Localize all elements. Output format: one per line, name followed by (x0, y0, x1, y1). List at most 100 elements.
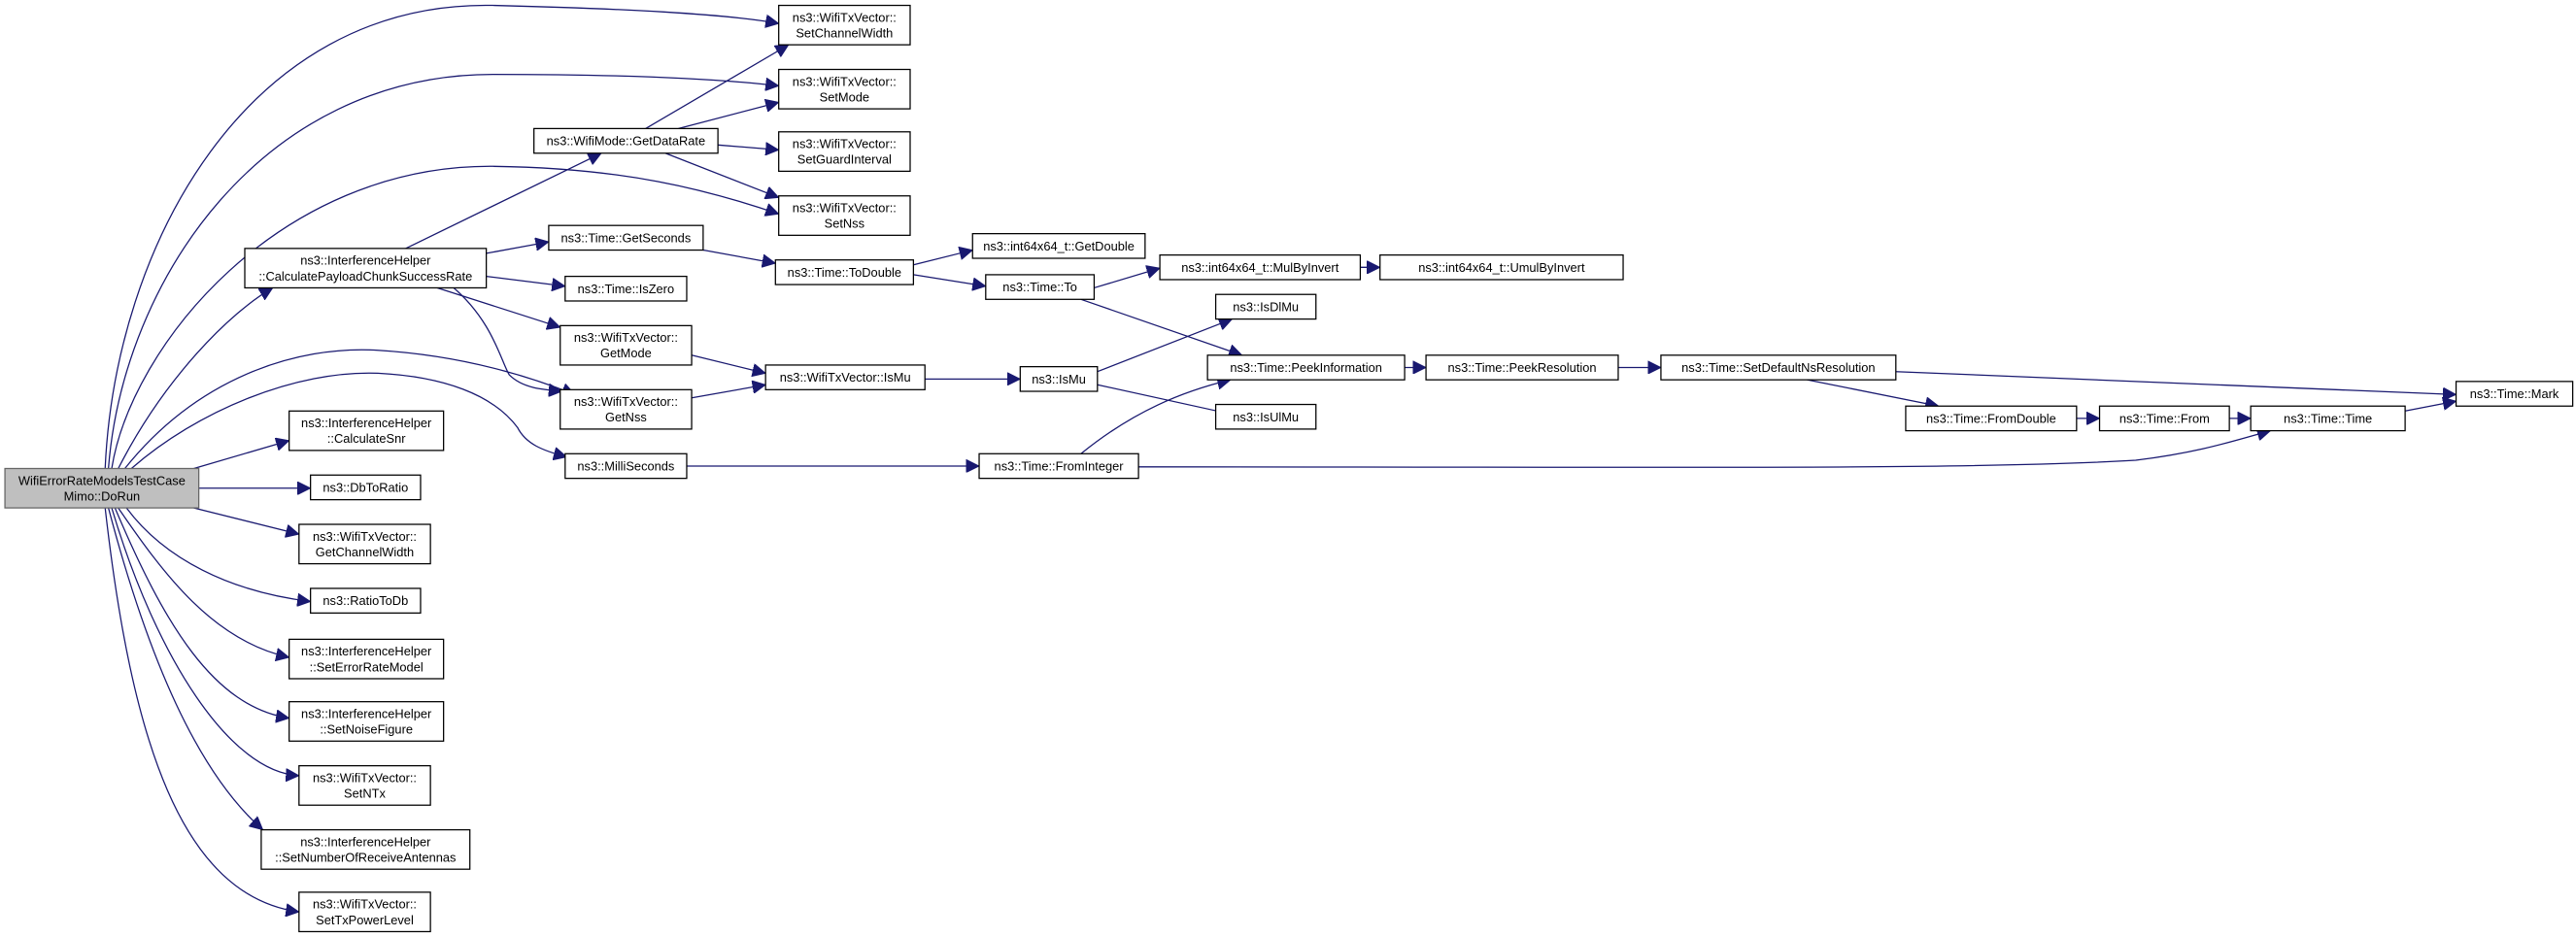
node-set-num-rx[interactable]: ns3::InterferenceHelper::SetNumberOfRece… (260, 828, 471, 870)
node-box (298, 764, 431, 806)
node-label: ns3::Time::From (2119, 411, 2210, 425)
node-set-mode[interactable]: ns3::WifiTxVector::SetMode (778, 68, 911, 110)
node-set-channel-width[interactable]: ns3::WifiTxVector::SetChannelWidth (778, 4, 911, 46)
node-label: ns3::Time::PeekInformation (1230, 360, 1382, 375)
node-box (564, 452, 688, 480)
node-is-zero[interactable]: ns3::Time::IsZero (564, 275, 688, 302)
node-get-mode[interactable]: ns3::WifiTxVector::GetMode (559, 324, 693, 366)
node-label: ns3::WifiTxVector:: (313, 529, 417, 544)
node-time-time[interactable]: ns3::Time::Time (2250, 405, 2406, 432)
edge-from-integer-to-peek-info (1080, 380, 1231, 454)
nodes: WifiErrorRateModelsTestCaseMimo::DoRunns… (4, 4, 2574, 933)
node-box (288, 638, 445, 680)
node-set-guard-interval[interactable]: ns3::WifiTxVector::SetGuardInterval (778, 131, 911, 173)
node-box (971, 233, 1146, 259)
node-box (1905, 405, 2078, 432)
node-label: ns3::Time::FromInteger (995, 459, 1125, 474)
node-label: ::SetNumberOfReceiveAntennas (275, 850, 456, 864)
node-label: ns3::WifiTxVector:: (574, 330, 678, 345)
edge-root-to-set-channel-width (104, 4, 778, 469)
node-box (1019, 366, 1099, 392)
node-get-data-rate[interactable]: ns3::WifiMode::GetDataRate (533, 127, 719, 154)
node-label: ns3::int64x64_t::GetDouble (983, 239, 1135, 253)
node-box (1159, 253, 1362, 281)
node-box (288, 410, 445, 452)
node-box (4, 467, 200, 509)
node-box (778, 68, 911, 110)
node-set-ntx[interactable]: ns3::WifiTxVector::SetNTx (298, 764, 431, 806)
node-get-nss[interactable]: ns3::WifiTxVector::GetNss (559, 388, 693, 430)
edge-cpcsr-to-get-nss (451, 285, 561, 391)
node-box (298, 891, 431, 933)
node-set-nss[interactable]: ns3::WifiTxVector::SetNss (778, 195, 911, 236)
node-label: GetNss (605, 410, 647, 424)
node-get-double[interactable]: ns3::int64x64_t::GetDouble (971, 233, 1146, 259)
node-label: ns3::WifiTxVector:: (793, 74, 897, 88)
node-set-def-ns[interactable]: ns3::Time::SetDefaultNsResolution (1660, 354, 1897, 381)
node-set-tx-power[interactable]: ns3::WifiTxVector::SetTxPowerLevel (298, 891, 431, 933)
node-label: ns3::WifiTxVector:: (313, 770, 417, 785)
node-cpcsr[interactable]: ns3::InterferenceHelper::CalculatePayloa… (244, 248, 488, 289)
edge-root-to-milli-seconds (130, 372, 566, 469)
node-peek-res[interactable]: ns3::Time::PeekResolution (1425, 354, 1619, 381)
node-set-noise-figure[interactable]: ns3::InterferenceHelper::SetNoiseFigure (288, 701, 445, 742)
edges (104, 4, 2456, 912)
node-label: ns3::IsDlMu (1233, 299, 1299, 314)
node-label: ns3::InterferenceHelper (301, 416, 432, 430)
node-box (1379, 253, 1624, 281)
node-label: SetMode (820, 89, 869, 104)
node-mark[interactable]: ns3::Time::Mark (2455, 381, 2574, 407)
node-is-ul-mu[interactable]: ns3::IsUlMu (1214, 403, 1317, 430)
edge-get-data-rate-to-set-nss (664, 152, 779, 198)
edge-get-mode-to-tx-is-mu (691, 354, 765, 374)
node-box (778, 131, 911, 173)
node-from[interactable]: ns3::Time::From (2098, 405, 2230, 432)
node-box (260, 828, 471, 870)
node-tx-is-mu[interactable]: ns3::WifiTxVector::IsMu (764, 364, 926, 390)
node-label: SetGuardInterval (797, 152, 892, 167)
node-ratio-to-db[interactable]: ns3::RatioToDb (310, 587, 422, 614)
edge-to-double-to-get-double (913, 251, 972, 266)
node-box (559, 324, 693, 366)
node-label: ::CalculatePayloadChunkSuccessRate (258, 269, 472, 284)
node-box (978, 452, 1139, 480)
edge-get-data-rate-to-set-mode (678, 102, 779, 130)
node-label: GetMode (600, 346, 652, 360)
node-label: ns3::InterferenceHelper (301, 644, 432, 658)
node-box (1425, 354, 1619, 381)
node-from-double[interactable]: ns3::Time::FromDouble (1905, 405, 2078, 432)
node-set-error-rate-model[interactable]: ns3::InterferenceHelper::SetErrorRateMod… (288, 638, 445, 680)
node-label: SetChannelWidth (796, 25, 893, 40)
node-label: ns3::Time::GetSeconds (561, 230, 692, 245)
node-peek-info[interactable]: ns3::Time::PeekInformation (1206, 354, 1406, 381)
node-label: ns3::WifiTxVector::IsMu (780, 370, 911, 385)
node-label: ns3::DbToRatio (322, 481, 408, 495)
node-mul-by-invert[interactable]: ns3::int64x64_t::MulByInvert (1159, 253, 1362, 281)
edge-is-mu-to-is-dl-mu (1097, 319, 1233, 373)
edge-time-to-to-mul-by-invert (1094, 268, 1160, 289)
edge-root-to-set-num-rx (108, 507, 263, 830)
node-calc-snr[interactable]: ns3::InterferenceHelper::CalculateSnr (288, 410, 445, 452)
node-get-seconds[interactable]: ns3::Time::GetSeconds (548, 224, 704, 251)
node-to-double[interactable]: ns3::Time::ToDouble (774, 259, 915, 285)
node-milli-seconds[interactable]: ns3::MilliSeconds (564, 452, 688, 480)
node-from-integer[interactable]: ns3::Time::FromInteger (978, 452, 1139, 480)
node-get-channel-width[interactable]: ns3::WifiTxVector::GetChannelWidth (298, 523, 431, 565)
edge-root-to-get-channel-width (193, 507, 299, 534)
node-label: ns3::IsMu (1032, 372, 1086, 386)
node-is-mu[interactable]: ns3::IsMu (1019, 366, 1099, 392)
node-label: Mimo::DoRun (64, 488, 141, 503)
node-is-dl-mu[interactable]: ns3::IsDlMu (1214, 293, 1317, 320)
node-db-to-ratio[interactable]: ns3::DbToRatio (310, 474, 422, 501)
node-box (2455, 381, 2574, 407)
node-box (559, 388, 693, 430)
node-label: ::SetErrorRateModel (310, 659, 424, 674)
node-time-to[interactable]: ns3::Time::To (985, 274, 1096, 300)
node-box (533, 127, 719, 154)
edge-time-to-to-peek-info (1080, 298, 1242, 355)
node-label: ns3::Time::SetDefaultNsResolution (1681, 360, 1875, 375)
node-label: ns3::Time::Mark (2470, 386, 2559, 401)
edge-cpcsr-to-get-mode (431, 285, 560, 327)
node-umul-by-invert[interactable]: ns3::int64x64_t::UmulByInvert (1379, 253, 1624, 281)
